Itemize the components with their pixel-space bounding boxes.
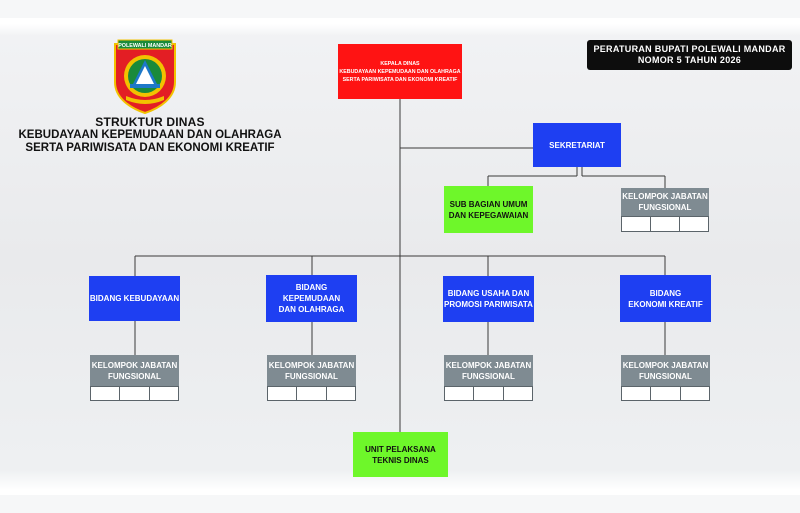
regulation-line-2: NOMOR 5 TAHUN 2026: [637, 55, 742, 65]
kjf-2-line-2: FUNGSIONAL: [285, 371, 338, 381]
kjf-bidang-grid-2: [267, 386, 356, 401]
bottom-band: [0, 495, 800, 513]
kjf-sekretariat-box: KELOMPOK JABATAN FUNGSIONAL: [621, 188, 709, 216]
kepala-line-3: SERTA PARIWISATA DAN EKONOMI KREATIF: [342, 76, 458, 83]
kjf-4-line-1: KELOMPOK JABATAN: [622, 360, 709, 370]
kjf-2-line-1: KELOMPOK JABATAN: [268, 360, 355, 370]
bidang-3-line-1: BIDANG USAHA DAN: [447, 289, 530, 298]
title-line-2: KEBUDAYAAN KEPEMUDAAN DAN OLAHRAGA: [18, 129, 282, 141]
sub-bagian-line-1: SUB BAGIAN UMUM: [449, 199, 528, 209]
kjf-bidang-grid-1: [90, 386, 179, 401]
upt-line-1: UNIT PELAKSANA: [365, 444, 436, 454]
kjf-4-line-2: FUNGSIONAL: [639, 371, 692, 381]
upt-line-2: TEKNIS DINAS: [372, 455, 429, 465]
kepala-dinas-box: KEPALA DINAS KEBUDAYAAN KEPEMUDAAN DAN O…: [338, 44, 462, 99]
bidang-3-line-2: PROMOSI PARIWISATA: [444, 300, 533, 309]
kjf-3-line-1: KELOMPOK JABATAN: [445, 360, 532, 370]
sekretariat-box: SEKRETARIAT: [533, 123, 621, 167]
bidang-4-line-1: BIDANG: [649, 288, 682, 298]
title-line-1: STRUKTUR DINAS: [95, 115, 205, 129]
sub-bagian-box: SUB BAGIAN UMUM DAN KEPEGAWAIAN: [444, 186, 533, 233]
sekretariat-label: SEKRETARIAT: [549, 140, 605, 150]
page-title: STRUKTUR DINAS KEBUDAYAAN KEPEMUDAAN DAN…: [8, 116, 292, 155]
kjf-bidang-box-3: KELOMPOK JABATAN FUNGSIONAL: [444, 355, 533, 386]
sub-bagian-line-2: DAN KEPEGAWAIAN: [448, 210, 529, 220]
title-line-3: SERTA PARIWISATA DAN EKONOMI KREATIF: [25, 142, 275, 154]
bidang-1-line-1: BIDANG KEBUDAYAAN: [89, 294, 180, 303]
svg-text:POLEWALI MANDAR: POLEWALI MANDAR: [118, 43, 172, 49]
kjf-bidang-grid-4: [621, 386, 710, 401]
bidang-box-kepemudaan: BIDANG KEPEMUDAAN DAN OLAHRAGA: [266, 275, 357, 322]
kjf-sek-line-1: KELOMPOK JABATAN: [622, 192, 708, 201]
kepala-line-2: KEBUDAYAAN KEPEMUDAAN DAN OLAHRAGA: [339, 68, 461, 75]
kjf-sek-line-2: FUNGSIONAL: [638, 203, 692, 212]
bidang-2-line-2: DAN OLAHRAGA: [278, 305, 345, 314]
kjf-sekretariat-grid: [621, 216, 709, 232]
kjf-bidang-box-2: KELOMPOK JABATAN FUNGSIONAL: [267, 355, 356, 386]
bidang-box-pariwisata: BIDANG USAHA DAN PROMOSI PARIWISATA: [443, 276, 534, 322]
kjf-1-line-1: KELOMPOK JABATAN: [91, 360, 178, 370]
kjf-bidang-box-1: KELOMPOK JABATAN FUNGSIONAL: [90, 355, 179, 386]
regulation-badge: PERATURAN BUPATI POLEWALI MANDAR NOMOR 5…: [587, 40, 792, 70]
kjf-bidang-box-4: KELOMPOK JABATAN FUNGSIONAL: [621, 355, 710, 386]
bidang-box-ekonomi-kreatif: BIDANG EKONOMI KREATIF: [620, 275, 711, 322]
polewali-mandar-logo: POLEWALI MANDAR: [114, 39, 176, 114]
kjf-3-line-2: FUNGSIONAL: [462, 371, 515, 381]
bidang-4-line-2: EKONOMI KREATIF: [628, 299, 703, 309]
kjf-1-line-2: FUNGSIONAL: [108, 371, 161, 381]
kepala-line-1: KEPALA DINAS: [380, 60, 420, 67]
bidang-box-kebudayaan: BIDANG KEBUDAYAAN: [89, 276, 180, 321]
regulation-line-1: PERATURAN BUPATI POLEWALI MANDAR: [593, 44, 786, 54]
top-band: [0, 0, 800, 18]
upt-box: UNIT PELAKSANA TEKNIS DINAS: [353, 432, 448, 477]
kjf-bidang-grid-3: [444, 386, 533, 401]
bidang-2-line-1: BIDANG KEPEMUDAAN: [282, 283, 341, 303]
